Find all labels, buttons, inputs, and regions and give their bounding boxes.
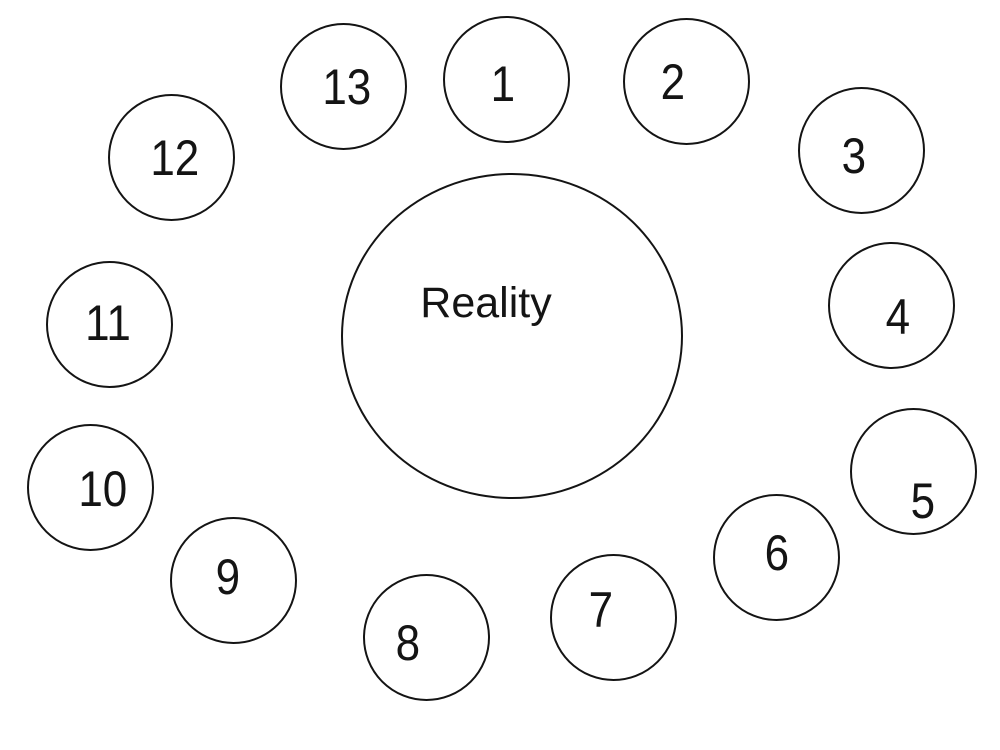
satellite-circle-13: 13: [279, 22, 407, 150]
satellite-circle-8: 8: [362, 573, 490, 701]
satellite-circle-label: 9: [215, 549, 241, 605]
satellite-circle-label: 8: [395, 615, 421, 671]
satellite-circle-7: 7: [549, 553, 677, 681]
satellite-circle-12: 12: [107, 93, 235, 221]
satellite-circle-9: 9: [169, 516, 297, 644]
satellite-circle-label: 6: [764, 525, 790, 581]
satellite-circle-5: 5: [849, 407, 977, 535]
satellite-circle-label: 4: [885, 289, 911, 345]
satellite-circle-1: 1: [442, 15, 570, 143]
satellite-circle-label: 1: [490, 56, 516, 112]
satellite-circle-4: 4: [827, 241, 955, 369]
center-circle-label: Reality: [420, 278, 552, 327]
center-circle-reality: Reality: [341, 173, 683, 499]
satellite-circle-6: 6: [712, 493, 840, 621]
satellite-circle-label: 10: [78, 461, 128, 517]
satellite-circle-label: 5: [910, 473, 936, 529]
satellite-circle-label: 7: [588, 582, 614, 638]
satellite-circle-label: 12: [150, 130, 200, 186]
satellite-circle-label: 11: [85, 295, 131, 351]
satellite-circle-label: 3: [841, 128, 867, 184]
satellite-circle-3: 3: [797, 86, 925, 214]
satellite-circle-label: 13: [322, 59, 372, 115]
satellite-circle-label: 2: [660, 54, 686, 110]
satellite-circle-2: 2: [622, 17, 750, 145]
satellite-circle-10: 10: [26, 423, 154, 551]
satellite-circle-11: 11: [45, 260, 173, 388]
